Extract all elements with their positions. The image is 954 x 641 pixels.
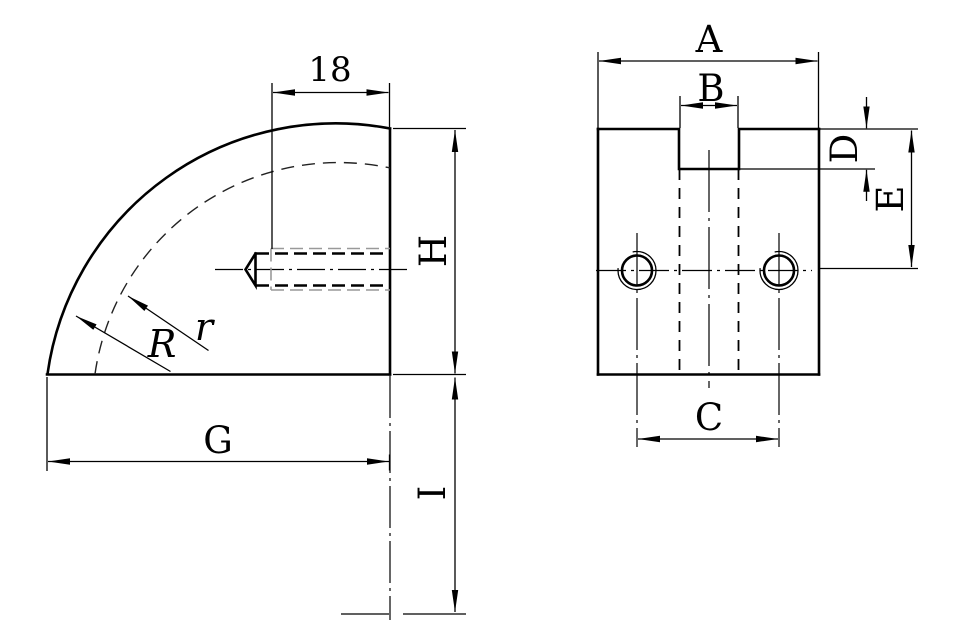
dim-label-r: r bbox=[195, 305, 216, 349]
left-hole-minor-circle bbox=[620, 254, 654, 287]
radius-leader-R bbox=[75, 315, 171, 373]
left-hole-thread-arc bbox=[617, 250, 657, 291]
dim-label-e: E bbox=[869, 185, 912, 212]
dim-label-b: B bbox=[697, 67, 724, 110]
dim-label-c: C bbox=[695, 396, 723, 439]
dim-base-g: G bbox=[46, 377, 391, 471]
dim-label-18: 18 bbox=[308, 50, 351, 90]
front-view-outline bbox=[45, 122, 392, 376]
outer-arc-edge bbox=[46, 122, 392, 376]
dim-overall-a: A bbox=[597, 18, 820, 128]
dim-label-R: R bbox=[147, 322, 177, 366]
inner-arc-hidden-edge bbox=[94, 161, 391, 375]
dim-height-h: H bbox=[393, 127, 466, 376]
side-view: A B D E C bbox=[596, 18, 918, 447]
drill-point-cone bbox=[243, 251, 258, 291]
threaded-holes bbox=[617, 250, 799, 291]
dim-hole-offset-e: E bbox=[869, 130, 915, 267]
front-view: 18 H G I R r bbox=[45, 50, 466, 620]
dim-slot-b: B bbox=[679, 67, 739, 128]
side-view-centerlines bbox=[596, 150, 812, 447]
radius-callouts: R r bbox=[75, 295, 216, 373]
radius-leader-r bbox=[127, 295, 209, 352]
dim-extension-i: I bbox=[341, 377, 466, 615]
threaded-hole-side bbox=[215, 247, 410, 291]
dim-thread-depth-18: 18 bbox=[271, 50, 391, 249]
side-view-extensions bbox=[739, 128, 918, 270]
right-hole-thread-arc bbox=[759, 250, 799, 291]
dim-label-i: I bbox=[411, 486, 454, 501]
dim-label-h: H bbox=[412, 235, 455, 267]
dim-hole-spacing-c: C bbox=[638, 396, 778, 443]
right-hole-minor-circle bbox=[762, 254, 796, 287]
dim-step-d: D bbox=[823, 97, 870, 201]
dim-label-g: G bbox=[203, 419, 233, 462]
dim-label-d: D bbox=[823, 134, 866, 164]
dim-label-a: A bbox=[695, 18, 724, 61]
